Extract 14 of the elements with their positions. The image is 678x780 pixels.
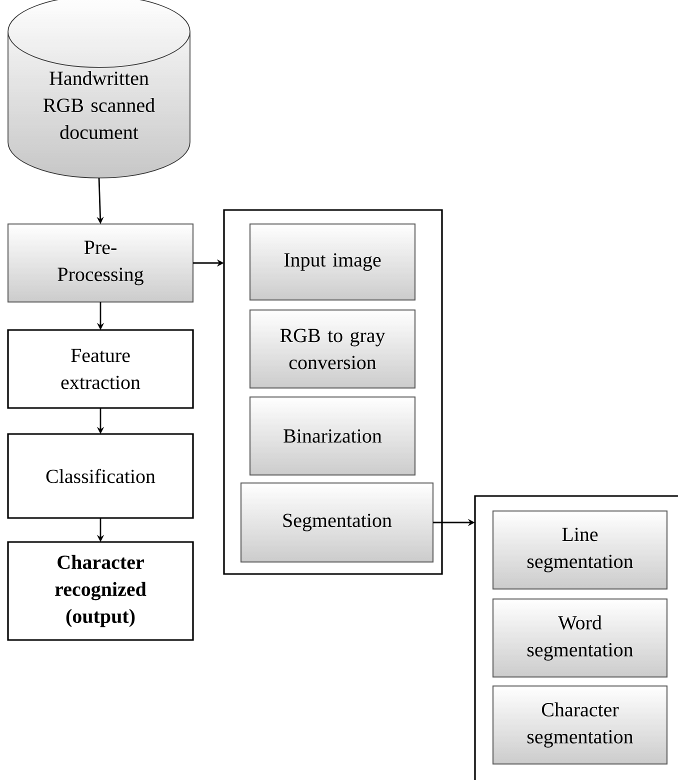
process-box: Classification [7, 433, 194, 519]
step-box: Segmentation [240, 482, 434, 562]
group-frame [474, 495, 678, 780]
step-box: Line segmentation [492, 510, 668, 590]
process-box: Pre-Processing [8, 224, 194, 302]
process-box: Feature extraction [7, 329, 194, 409]
database-cylinder: Handwritten RGB scanned document [8, 0, 190, 178]
output-box: Character recognized (output) [7, 541, 194, 641]
step-box: Word segmentation [492, 598, 668, 678]
step-box: RGB to gray conversion [250, 310, 416, 388]
group-frame [223, 209, 443, 575]
step-box: Binarization [250, 396, 416, 476]
step-box: Character segmentation [492, 686, 668, 764]
step-box: Input image [250, 224, 416, 300]
